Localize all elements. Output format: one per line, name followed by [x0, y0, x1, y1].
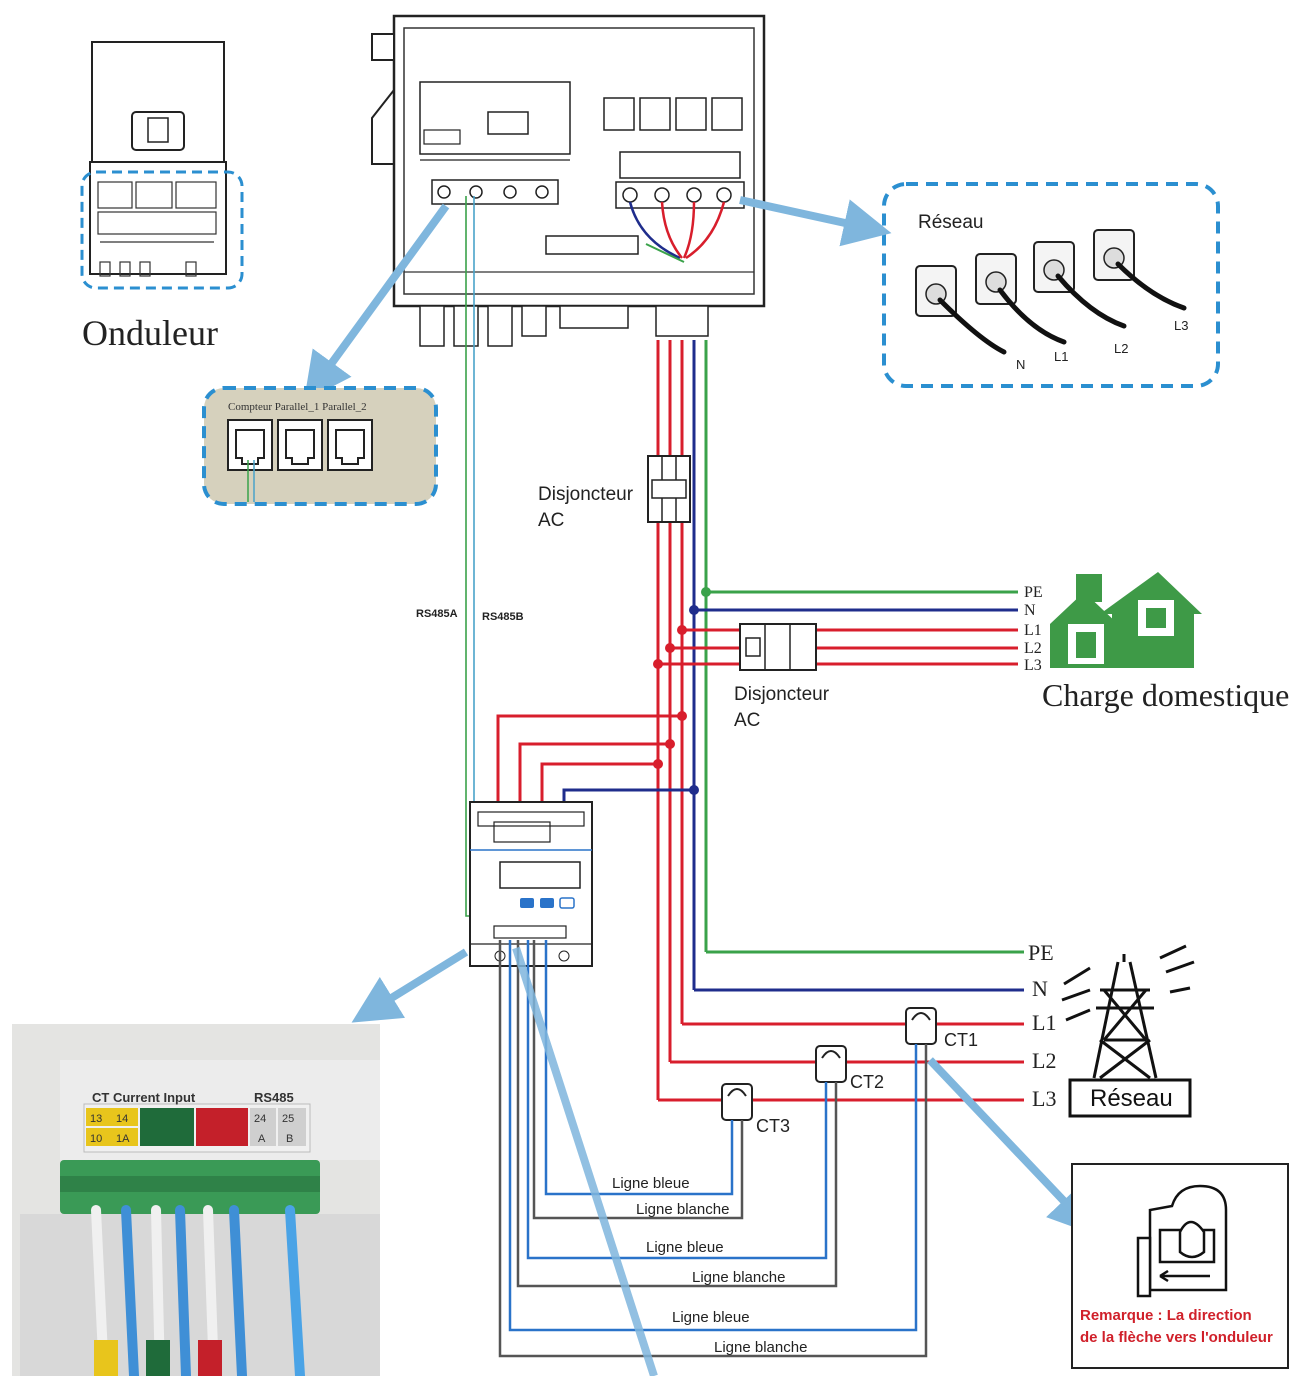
meter-terminal-photo [12, 1024, 380, 1376]
disj-ac-load-line2: AC [734, 710, 760, 731]
load-lines [658, 590, 1018, 666]
arrow-ct-to-note [927, 1057, 1097, 1236]
reseau-pole-box [1068, 1078, 1192, 1118]
ct1-white-wire: Ligne blanche [714, 1339, 807, 1356]
grid-line-pe: PE [1028, 940, 1054, 965]
photo-term-10: 10 [90, 1133, 102, 1145]
load-line-l3: L3 [1024, 657, 1042, 674]
photo-header-rs485: RS485 [254, 1090, 294, 1105]
inverter-thumbnail [80, 41, 244, 290]
reseau-box-phase-l2: L2 [1114, 341, 1128, 356]
photo-term-25: 25 [282, 1113, 294, 1125]
load-line-l2: L2 [1024, 640, 1042, 657]
grid-line-l3: L3 [1032, 1086, 1056, 1111]
rj45-port-labels: Compteur Parallel_1 Parallel_2 [228, 401, 367, 413]
photo-term-14: 14 [116, 1113, 128, 1125]
meter-voltage-wires [496, 714, 694, 810]
reseau-connector-box [882, 182, 1220, 388]
grid-line-l1: L1 [1032, 1010, 1056, 1035]
arrow-meter-to-photo [351, 948, 469, 1023]
ct-clamps [721, 1007, 937, 1121]
reseau-box-phase-l3: L3 [1174, 318, 1188, 333]
load-line-l1: L1 [1024, 622, 1042, 639]
ct-clamp-icon [1136, 1184, 1228, 1298]
rj45-ports-box [202, 386, 438, 506]
reseau-pole-label: Réseau [1090, 1085, 1173, 1112]
disj-ac-top-line1: Disjoncteur [538, 484, 634, 505]
onduleur-label: Onduleur [82, 313, 218, 353]
house-icon [1050, 572, 1202, 668]
ct2-label: CT2 [850, 1072, 884, 1092]
photo-header-ct: CT Current Input [92, 1090, 196, 1105]
rs485b-label: RS485B [482, 611, 524, 623]
reseau-box-phase-l1: L1 [1054, 349, 1068, 364]
rs485a-label: RS485A [416, 608, 458, 620]
reseau-box-phase-n: N [1016, 357, 1025, 372]
photo-term-a: A [258, 1133, 266, 1145]
ct3-white-wire: Ligne blanche [636, 1201, 729, 1218]
photo-term-24: 24 [254, 1113, 266, 1125]
ac-breaker-top [647, 455, 691, 523]
disj-ac-top-line2: AC [538, 510, 564, 531]
load-junction-dots [653, 587, 711, 669]
remark-line2: de la flèche vers l'onduleur [1080, 1329, 1273, 1346]
charge-domestique-label: Charge domestique [1042, 677, 1289, 713]
load-line-pe: PE [1024, 584, 1043, 601]
ct1-label: CT1 [944, 1030, 978, 1050]
grid-line-l2: L2 [1032, 1048, 1056, 1073]
energy-meter [469, 801, 593, 967]
remark-box [1071, 1163, 1289, 1369]
pylon-icon [1061, 944, 1195, 1080]
load-line-n: N [1024, 602, 1036, 619]
ct1-blue-wire: Ligne bleue [672, 1309, 750, 1326]
ct3-label: CT3 [756, 1116, 790, 1136]
arrow-to-ports [303, 203, 450, 402]
meter-junction-dots [653, 711, 699, 795]
inverter-wiring-box [371, 14, 766, 347]
remark-line1: Remarque : La direction [1080, 1307, 1252, 1324]
ac-breaker-load [739, 623, 817, 671]
disj-ac-load-line1: Disjoncteur [734, 684, 830, 705]
reseau-box-title: Réseau [918, 212, 984, 233]
photo-term-1a: 1A [116, 1133, 130, 1145]
ct-signal-wires [498, 940, 928, 1358]
photo-term-13: 13 [90, 1113, 102, 1125]
ct2-blue-wire: Ligne bleue [646, 1239, 724, 1256]
photo-term-b: B [286, 1133, 293, 1145]
arrow-to-reseau-box [739, 196, 892, 247]
ct3-blue-wire: Ligne bleue [612, 1175, 690, 1192]
ct2-white-wire: Ligne blanche [692, 1269, 785, 1286]
arrow-through-meter [512, 946, 658, 1376]
grid-line-n: N [1032, 976, 1048, 1001]
